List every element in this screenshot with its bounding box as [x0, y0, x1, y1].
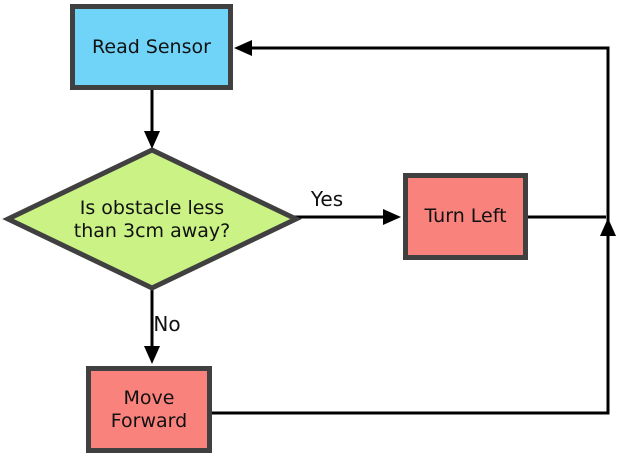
node-read-sensor: Read Sensor [70, 4, 233, 90]
arrowhead-right-into-turn-left [383, 209, 401, 225]
node-move-forward: Move Forward [86, 366, 212, 453]
node-turn-left: Turn Left [403, 173, 528, 260]
arrowhead-up-merge [600, 218, 616, 236]
edge-label-yes: Yes [310, 187, 344, 211]
node-move-forward-label-line2: Forward [110, 409, 188, 432]
decision-label-line1: Is obstacle less [79, 197, 225, 219]
decision-label: Is obstacle less than 3cm away? [32, 197, 272, 243]
edge-label-no: No [153, 312, 181, 336]
decision-diamond-shape [2, 147, 302, 291]
decision-label-line2: than 3cm away? [73, 220, 231, 242]
node-read-sensor-label: Read Sensor [92, 35, 211, 58]
arrowhead-down-into-move-forward [144, 346, 160, 364]
arrowhead-down-into-decision [144, 131, 160, 149]
node-turn-left-label: Turn Left [424, 205, 507, 227]
node-move-forward-label-line1: Move [123, 386, 175, 409]
arrowhead-left-into-read-sensor [234, 40, 252, 56]
